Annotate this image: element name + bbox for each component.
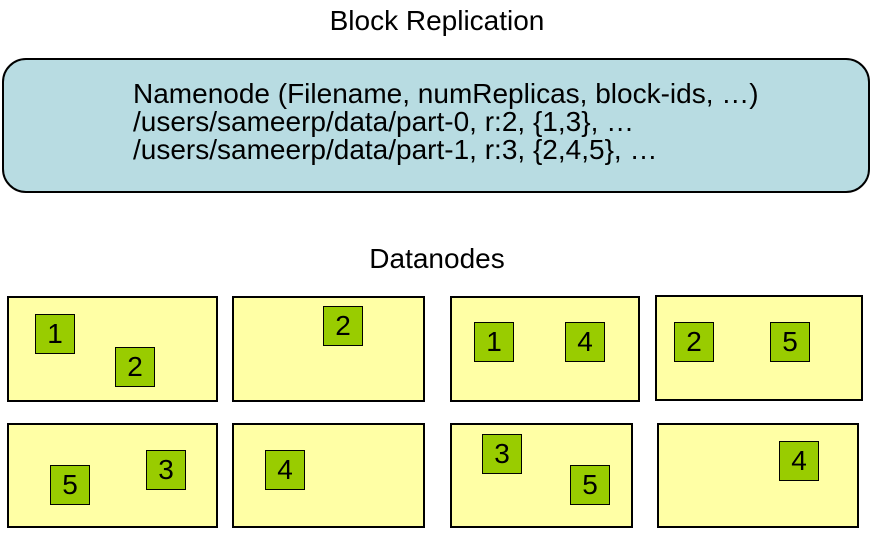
block-square: 2 bbox=[115, 347, 155, 387]
block-square: 2 bbox=[323, 306, 363, 346]
datanode-box: 4 bbox=[232, 423, 425, 528]
block-square: 1 bbox=[474, 322, 514, 362]
block-label: 5 bbox=[62, 469, 78, 500]
block-square: 3 bbox=[146, 450, 186, 490]
block-label: 5 bbox=[782, 326, 798, 357]
block-label: 2 bbox=[127, 351, 143, 382]
namenode-line-part0: /users/sameerp/data/part-0, r:2, {1,3}, … bbox=[133, 106, 635, 137]
block-label: 3 bbox=[158, 454, 174, 485]
block-label: 4 bbox=[577, 326, 593, 357]
namenode-line-header: Namenode (Filename, numReplicas, block-i… bbox=[133, 78, 759, 109]
datanodes-heading: Datanodes bbox=[369, 243, 505, 274]
datanode-box: 4 bbox=[657, 423, 859, 528]
datanode-box: 2 bbox=[232, 296, 425, 402]
block-label: 3 bbox=[494, 438, 510, 469]
block-square: 5 bbox=[770, 322, 810, 362]
block-label: 1 bbox=[486, 326, 502, 357]
block-square: 1 bbox=[35, 314, 75, 354]
block-label: 4 bbox=[277, 454, 293, 485]
block-square: 4 bbox=[565, 322, 605, 362]
block-square: 4 bbox=[265, 450, 305, 490]
block-square: 5 bbox=[50, 465, 90, 505]
namenode-text: Namenode (Filename, numReplicas, block-i… bbox=[133, 80, 759, 164]
namenode-box: Namenode (Filename, numReplicas, block-i… bbox=[2, 58, 870, 193]
block-label: 2 bbox=[335, 310, 351, 341]
block-square: 5 bbox=[570, 465, 610, 505]
block-square: 3 bbox=[482, 434, 522, 474]
page-title: Block Replication bbox=[329, 5, 545, 36]
block-label: 5 bbox=[582, 469, 598, 500]
block-label: 4 bbox=[791, 445, 807, 476]
block-square: 2 bbox=[674, 322, 714, 362]
block-label: 1 bbox=[47, 318, 63, 349]
block-square: 4 bbox=[779, 441, 819, 481]
namenode-line-part1: /users/sameerp/data/part-1, r:3, {2,4,5}… bbox=[133, 134, 658, 165]
block-label: 2 bbox=[686, 326, 702, 357]
